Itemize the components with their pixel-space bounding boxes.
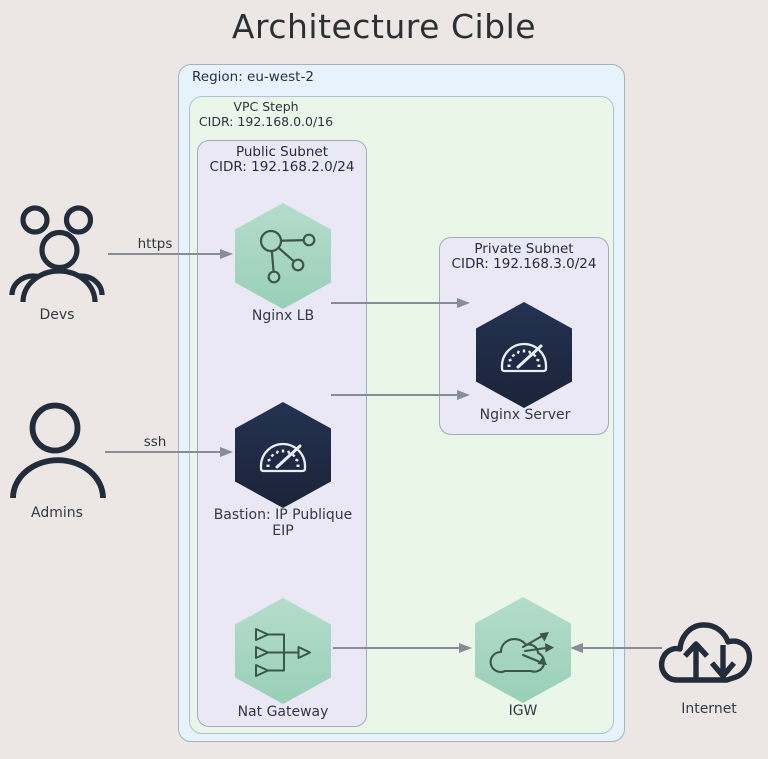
edge-line (331, 394, 458, 396)
vpc-label: VPC Steph CIDR: 192.168.0.0/16 (196, 99, 336, 129)
node-igw (475, 597, 571, 703)
arrowhead-icon (457, 390, 470, 400)
vpc-box: VPC Steph CIDR: 192.168.0.0/16 Public Su… (189, 96, 614, 734)
arrowhead-icon (570, 643, 583, 653)
private-subnet-cidr: CIDR: 192.168.3.0/24 (451, 256, 597, 272)
merge-arrows-icon (255, 628, 311, 677)
cloud-up-down-arrows-icon (658, 622, 753, 683)
edge-label-https: https (137, 236, 173, 252)
page-title: Architecture Cible (231, 7, 537, 46)
actor-label-internet: Internet (681, 701, 737, 717)
node-label-nat-gateway: Nat Gateway (237, 704, 329, 720)
node-label-bastion: Bastion: IP Publique EIP (213, 507, 353, 539)
node-nginx-lb (235, 203, 331, 309)
edge-line (105, 451, 221, 453)
actor-label-devs: Devs (39, 307, 75, 323)
edge-line (108, 253, 221, 255)
region-label: Region: eu-west-2 (192, 69, 314, 85)
public-subnet-box: Public Subnet CIDR: 192.168.2.0/24 (197, 140, 367, 727)
hexagon-green (235, 203, 331, 309)
public-subnet-name: Public Subnet (235, 144, 329, 160)
node-label-igw: IGW (508, 703, 538, 719)
node-bastion (235, 402, 331, 508)
network-nodes-icon (259, 229, 316, 284)
arrowhead-icon (457, 298, 470, 308)
vpc-name: VPC Steph (233, 99, 299, 114)
actor-label-admins: Admins (31, 505, 83, 521)
edge-line (333, 647, 460, 649)
arrowhead-icon (459, 643, 472, 653)
actor-admins (10, 402, 110, 504)
edge-label-ssh: ssh (143, 434, 167, 450)
edge-line (583, 647, 662, 649)
actor-internet (657, 607, 761, 687)
users-icon (9, 205, 105, 303)
hexagon-navy (476, 302, 572, 408)
gauge-icon (500, 342, 548, 373)
hexagon-navy (235, 402, 331, 508)
actor-devs (8, 202, 108, 306)
private-subnet-name: Private Subnet (474, 241, 574, 257)
gauge-icon (259, 442, 307, 473)
region-box: Region: eu-west-2 VPC Steph CIDR: 192.16… (178, 64, 625, 742)
node-nginx-server (476, 302, 572, 408)
node-nat-gateway (235, 598, 331, 704)
hexagon-green (475, 597, 571, 703)
node-label-nginx-lb: Nginx LB (251, 308, 315, 324)
private-subnet-box: Private Subnet CIDR: 192.168.3.0/24 (439, 237, 609, 435)
node-label-nginx-server: Nginx Server (479, 407, 571, 423)
cloud-fanout-arrows-icon (489, 632, 554, 674)
vpc-cidr: CIDR: 192.168.0.0/16 (198, 114, 334, 129)
user-icon (10, 402, 106, 499)
arrowhead-icon (220, 447, 233, 457)
public-subnet-cidr: CIDR: 192.168.2.0/24 (209, 159, 355, 175)
arrowhead-icon (220, 249, 233, 259)
edge-line (331, 302, 458, 304)
